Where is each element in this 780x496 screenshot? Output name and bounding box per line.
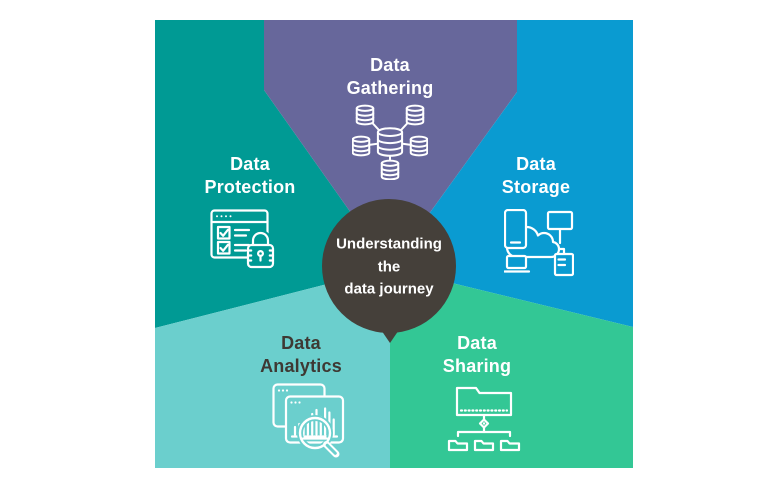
branch-node: [478, 418, 490, 429]
center-title: Understanding the data journey: [336, 235, 442, 298]
check-mark-1: [219, 228, 229, 237]
folder-tree-icon: [447, 386, 521, 452]
laptop-shape: [505, 254, 528, 270]
lock-ridges: [246, 249, 275, 262]
magnifier-lens: [298, 416, 332, 450]
phone-shape: [504, 209, 528, 250]
checkbox-2: [216, 240, 231, 255]
checklist-lock-icon: [210, 209, 275, 269]
child-folder-1: [447, 439, 469, 452]
child-folder-2: [473, 439, 495, 452]
check-mark-2: [219, 243, 229, 252]
center-circle: [322, 199, 456, 333]
chart-magnifier-icon: [272, 383, 345, 458]
monitor-shape: [546, 210, 574, 231]
lock-shackle: [251, 231, 270, 247]
segment-data-sharing: [390, 268, 633, 468]
cloud-devices-icon: [504, 209, 574, 277]
branch-line: [456, 430, 512, 438]
checkbox-1: [216, 225, 231, 240]
parent-folder: [455, 386, 513, 417]
child-folder-3: [499, 439, 521, 452]
database-network-icon: [352, 104, 428, 180]
